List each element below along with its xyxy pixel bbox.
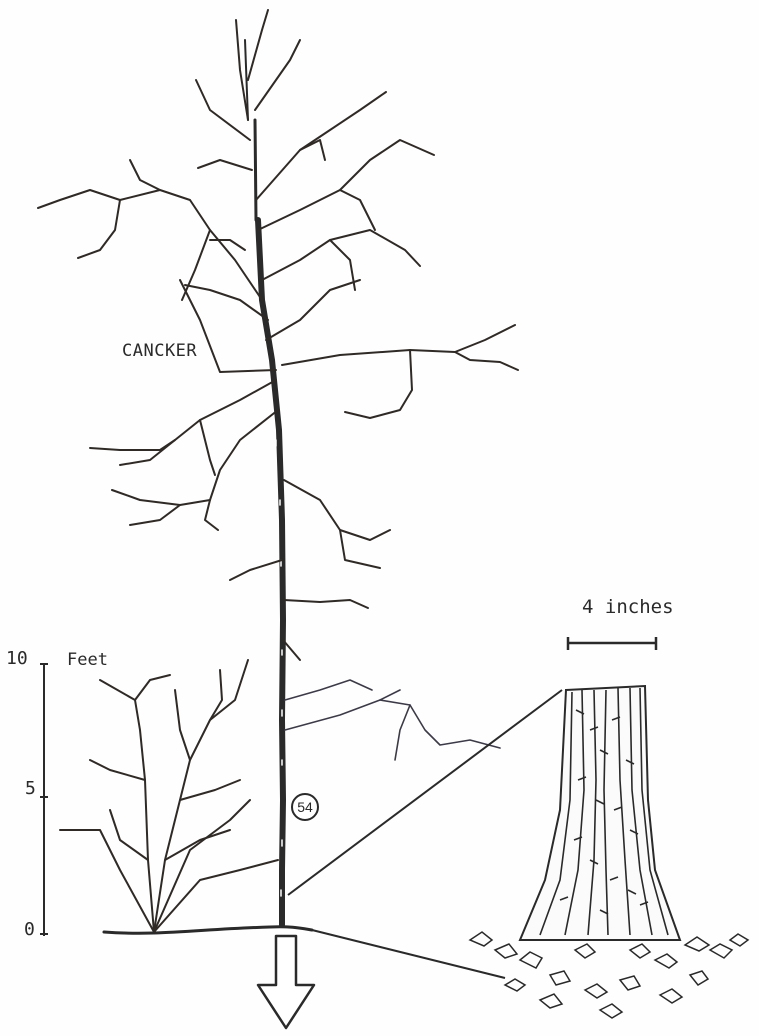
down-arrow-icon [258, 936, 314, 1028]
scale-tick-5: 5 [25, 780, 36, 798]
tree-crown-branches [38, 10, 434, 340]
magnification-lines [288, 690, 562, 978]
height-scale-axis [40, 664, 48, 936]
tree-trunk [245, 40, 283, 925]
tree-number-badge: 54 [291, 793, 319, 821]
canker-label: CANCKER [122, 343, 197, 360]
feet-unit-label: Feet [67, 652, 108, 669]
scale-bar-label: 4 inches [582, 598, 674, 617]
shrub [60, 660, 278, 932]
trunk-base-detail [470, 686, 748, 1018]
scale-tick-10: 10 [6, 650, 28, 668]
tree-lower-branches [285, 680, 500, 760]
tree-middle-branches [90, 280, 518, 660]
scale-bar-icon [568, 637, 656, 650]
scale-tick-0: 0 [24, 921, 35, 939]
